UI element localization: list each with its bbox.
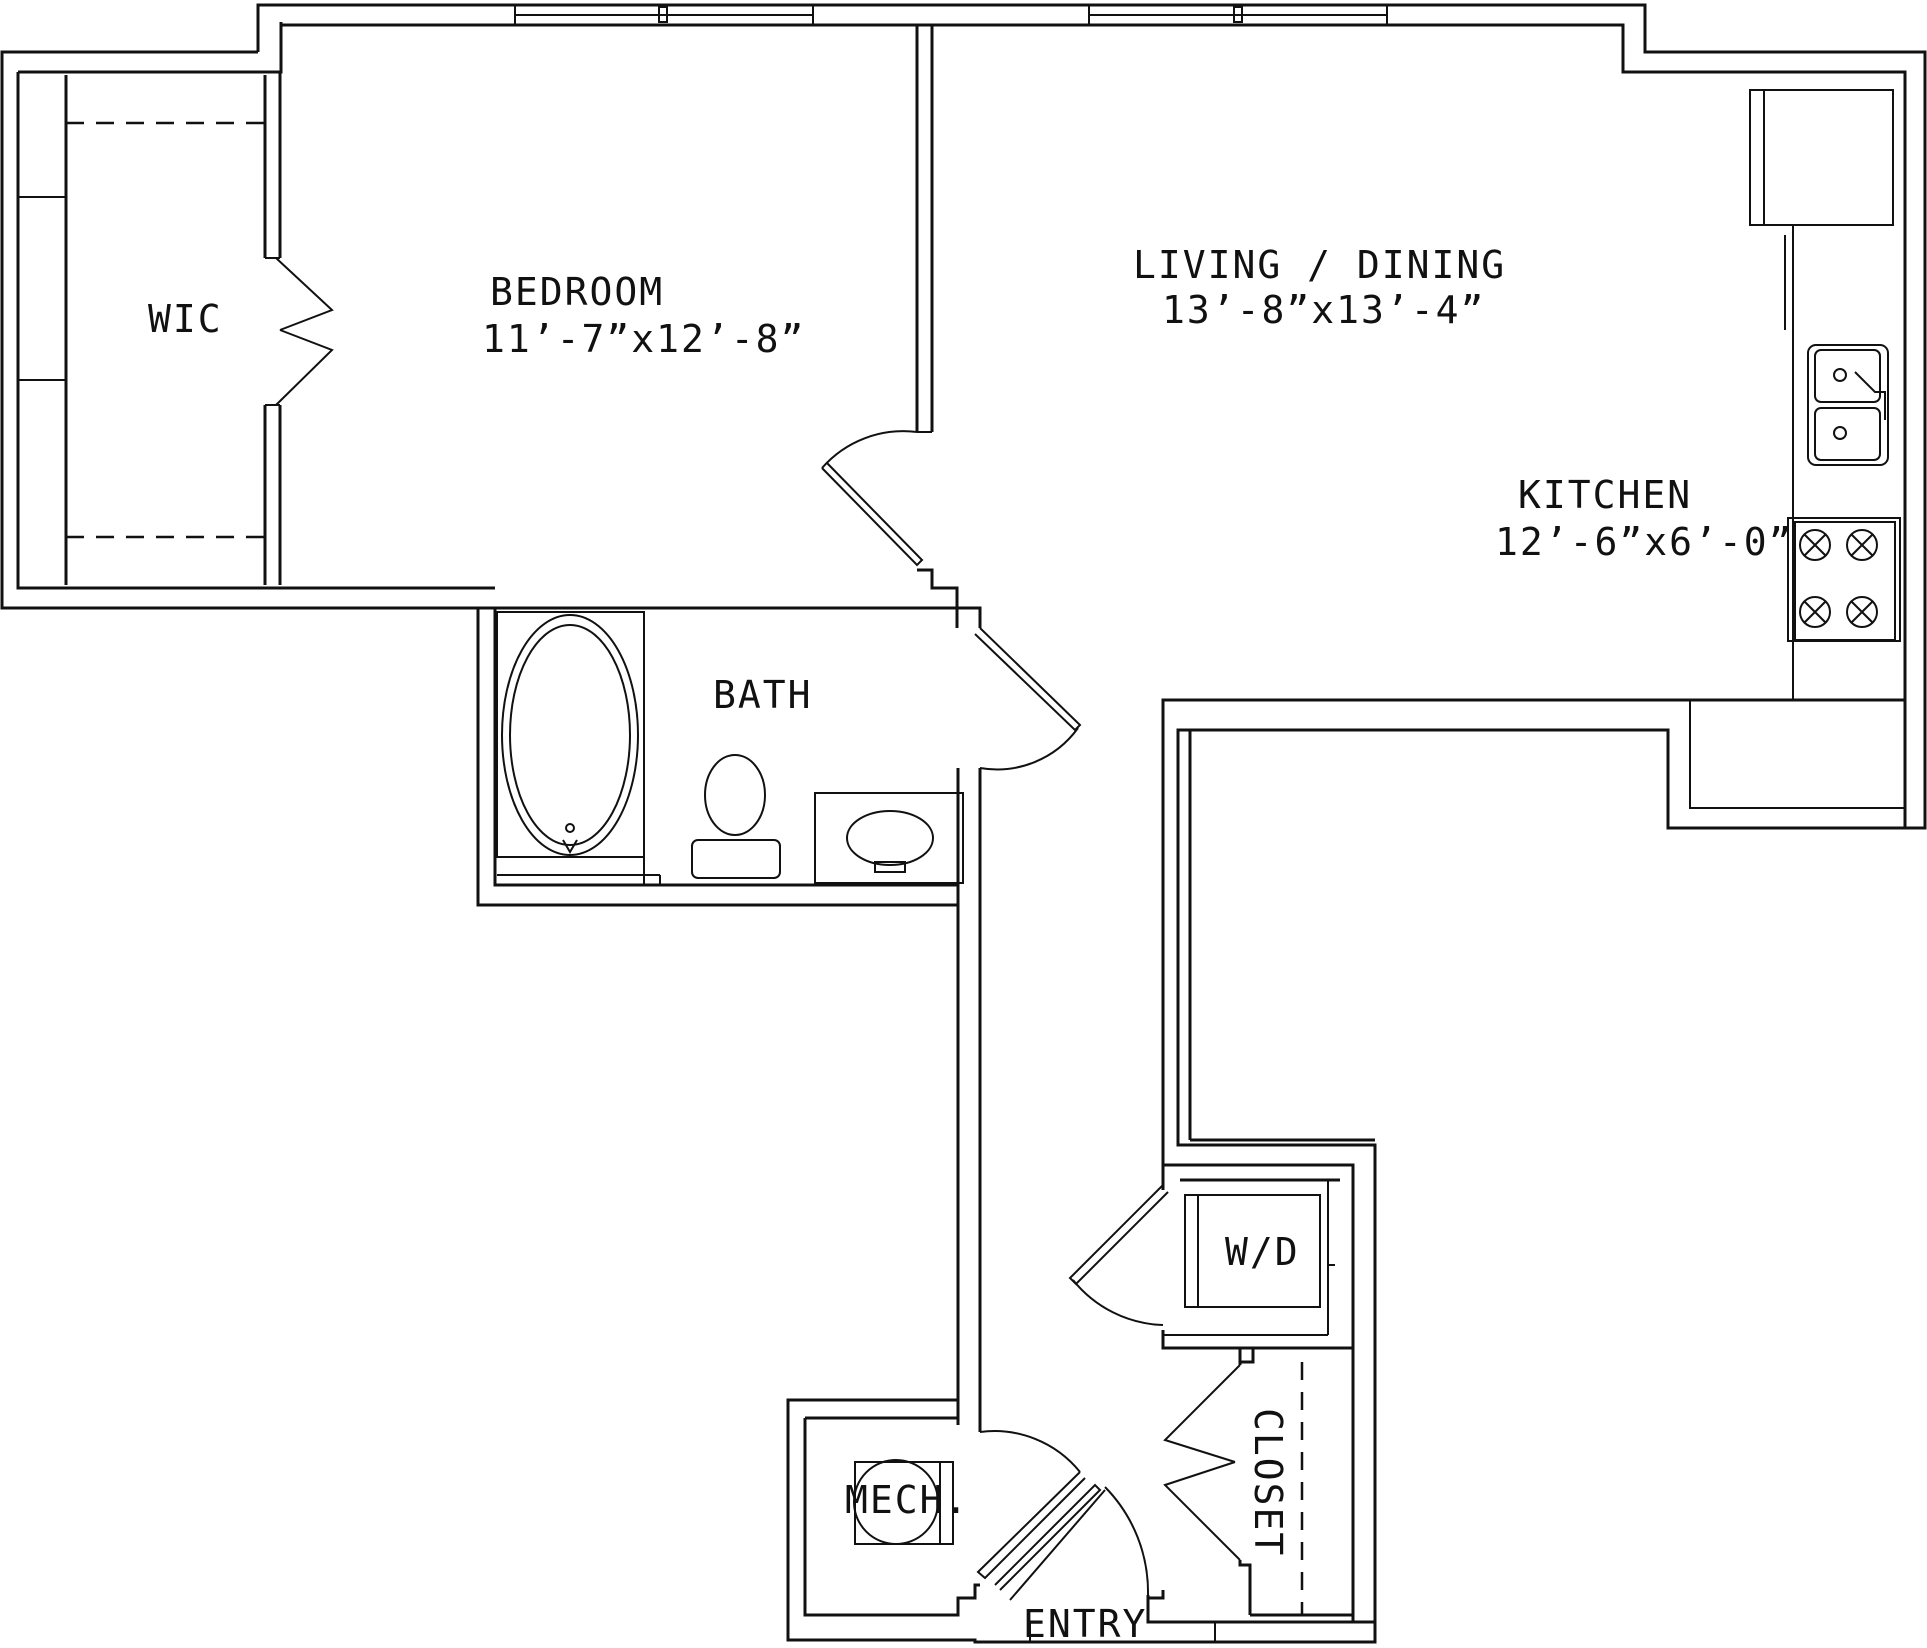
living-name: LIVING / DINING xyxy=(1133,243,1506,287)
room-labels: WIC BEDROOM 11’-7”x12’-8” LIVING / DININ… xyxy=(148,243,1794,1646)
bath-room xyxy=(478,586,1082,1425)
closet-label: CLOSET xyxy=(1246,1408,1290,1557)
wd-label: W/D xyxy=(1225,1230,1300,1274)
kitchen-area xyxy=(1168,89,1907,828)
bedroom-size: 11’-7”x12’-8” xyxy=(482,317,805,361)
kitchen-name: KITCHEN xyxy=(1518,473,1692,517)
wic-label: WIC xyxy=(148,297,223,341)
windows xyxy=(514,4,1388,26)
bath-label: BATH xyxy=(713,673,813,717)
bedroom-partition xyxy=(821,25,982,628)
kitchen-size: 12’-6”x6’-0” xyxy=(1495,520,1794,564)
corridor-walls xyxy=(1161,698,1375,1165)
mech-label: MECH. xyxy=(845,1478,969,1522)
wd-closet xyxy=(1068,1163,1355,1350)
mech-entry xyxy=(803,1400,1216,1644)
entry-label: ENTRY xyxy=(1023,1602,1147,1646)
wic-room xyxy=(18,72,334,585)
coat-closet xyxy=(1146,1348,1375,1624)
living-size: 13’-8”x13’-4” xyxy=(1162,288,1485,332)
bedroom-name: BEDROOM xyxy=(490,270,664,314)
